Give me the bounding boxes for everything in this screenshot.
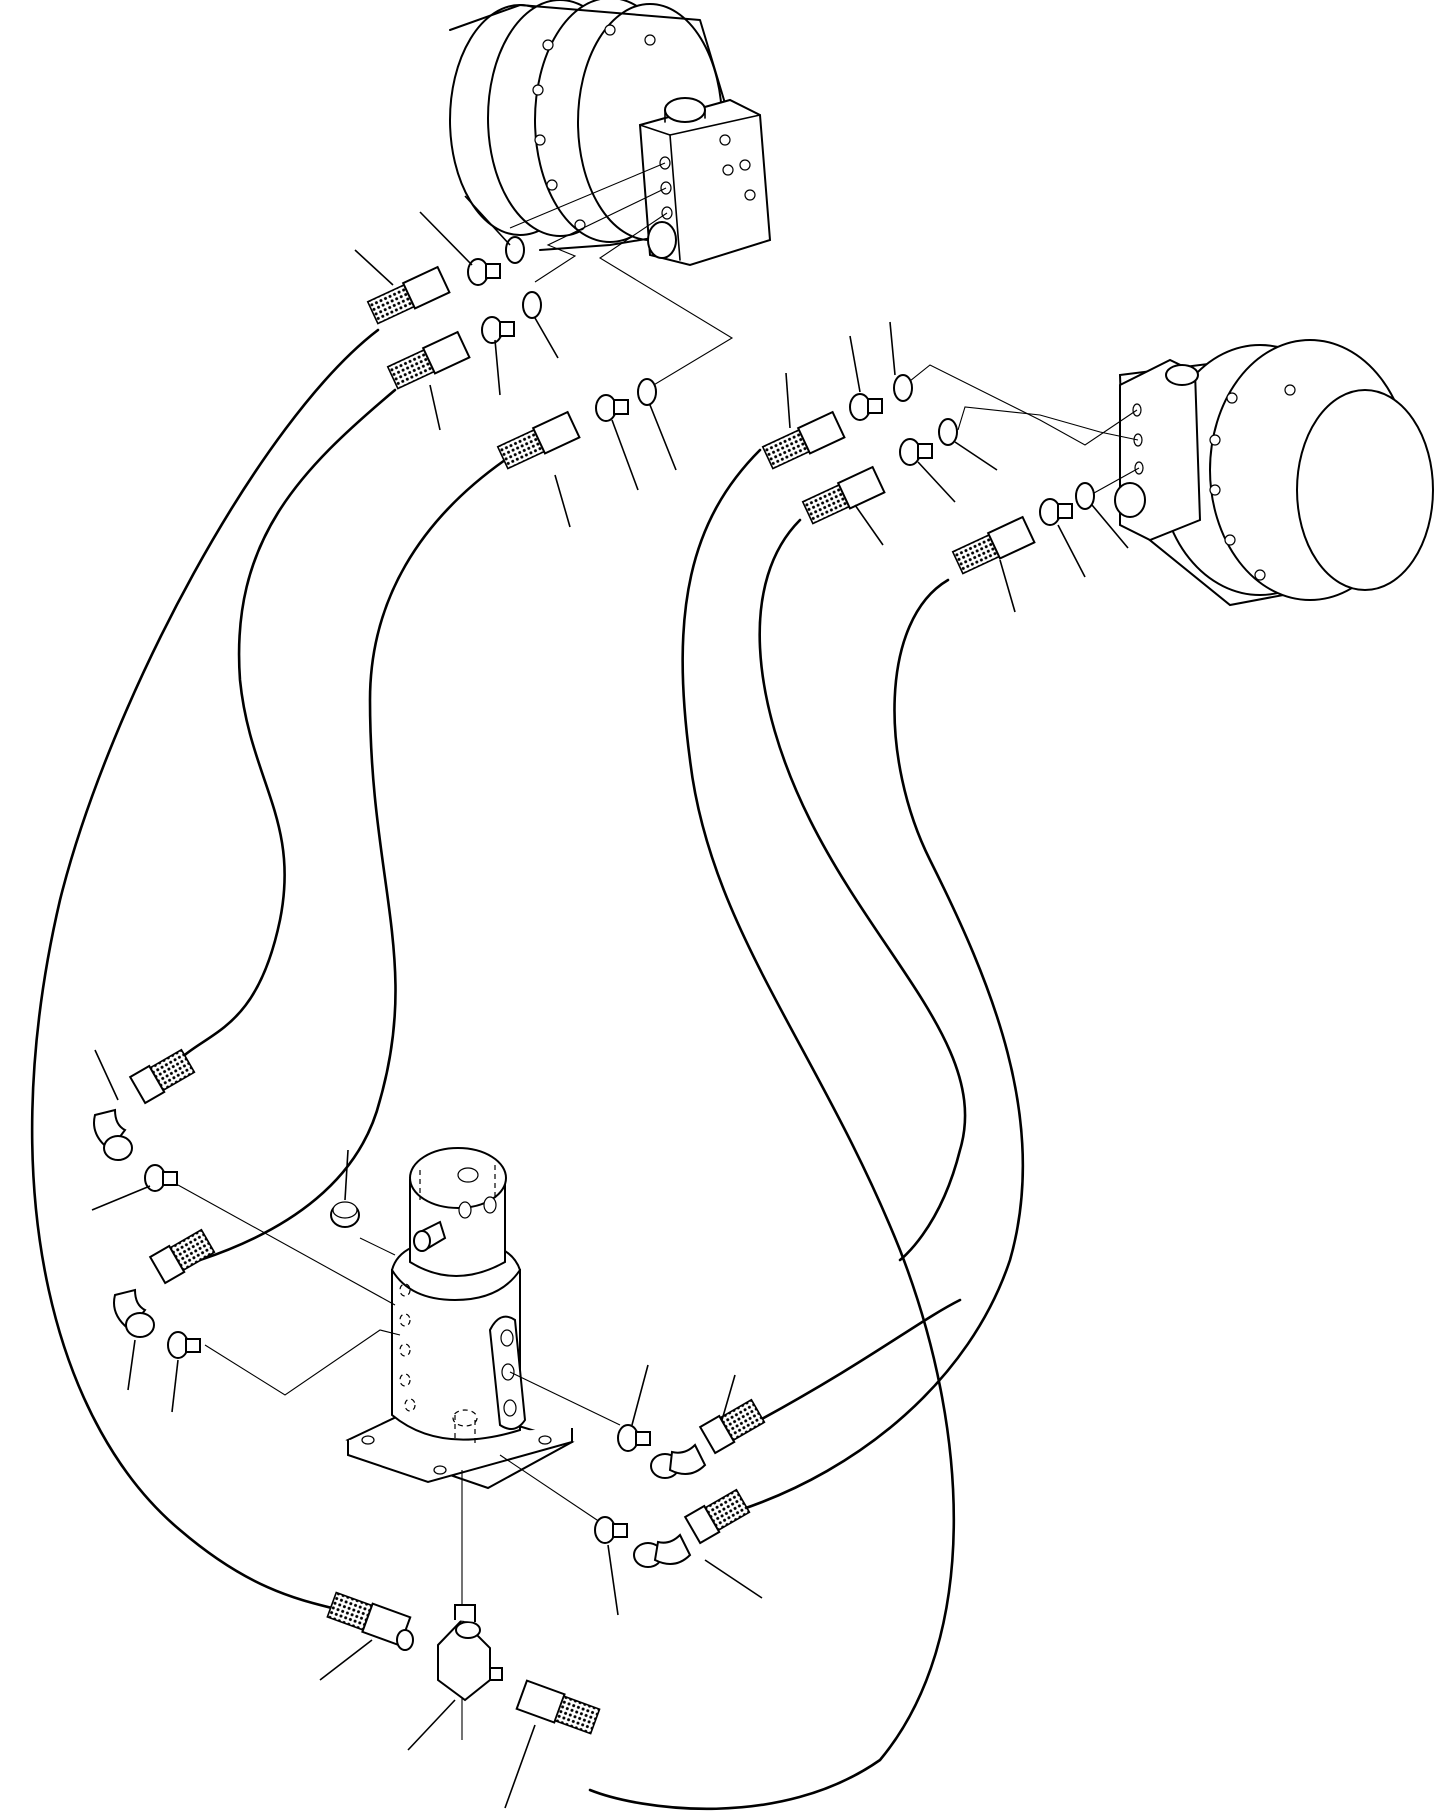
hose-4 (588, 448, 956, 1811)
fitting-group-right-motor (761, 374, 1095, 575)
elbow-fitting-right-lower (594, 1488, 751, 1568)
leader-lines (91, 195, 1129, 1809)
fitting-group-left-motor (366, 236, 657, 470)
hose-3 (198, 458, 507, 1262)
tee-fitting (326, 1591, 601, 1735)
elbow-fitting-left-lower (113, 1228, 216, 1359)
hose-5 (758, 518, 967, 1262)
swivel-joint (345, 1147, 575, 1490)
hose-1 (30, 328, 380, 1612)
hose-6 (738, 578, 1025, 1512)
elbow-fitting-right-upper (617, 1398, 766, 1479)
elbow-fitting-left-upper (93, 1048, 196, 1192)
travel-motor-right (1114, 339, 1434, 607)
hose-2 (168, 388, 397, 1072)
travel-motor-left (449, 0, 772, 267)
